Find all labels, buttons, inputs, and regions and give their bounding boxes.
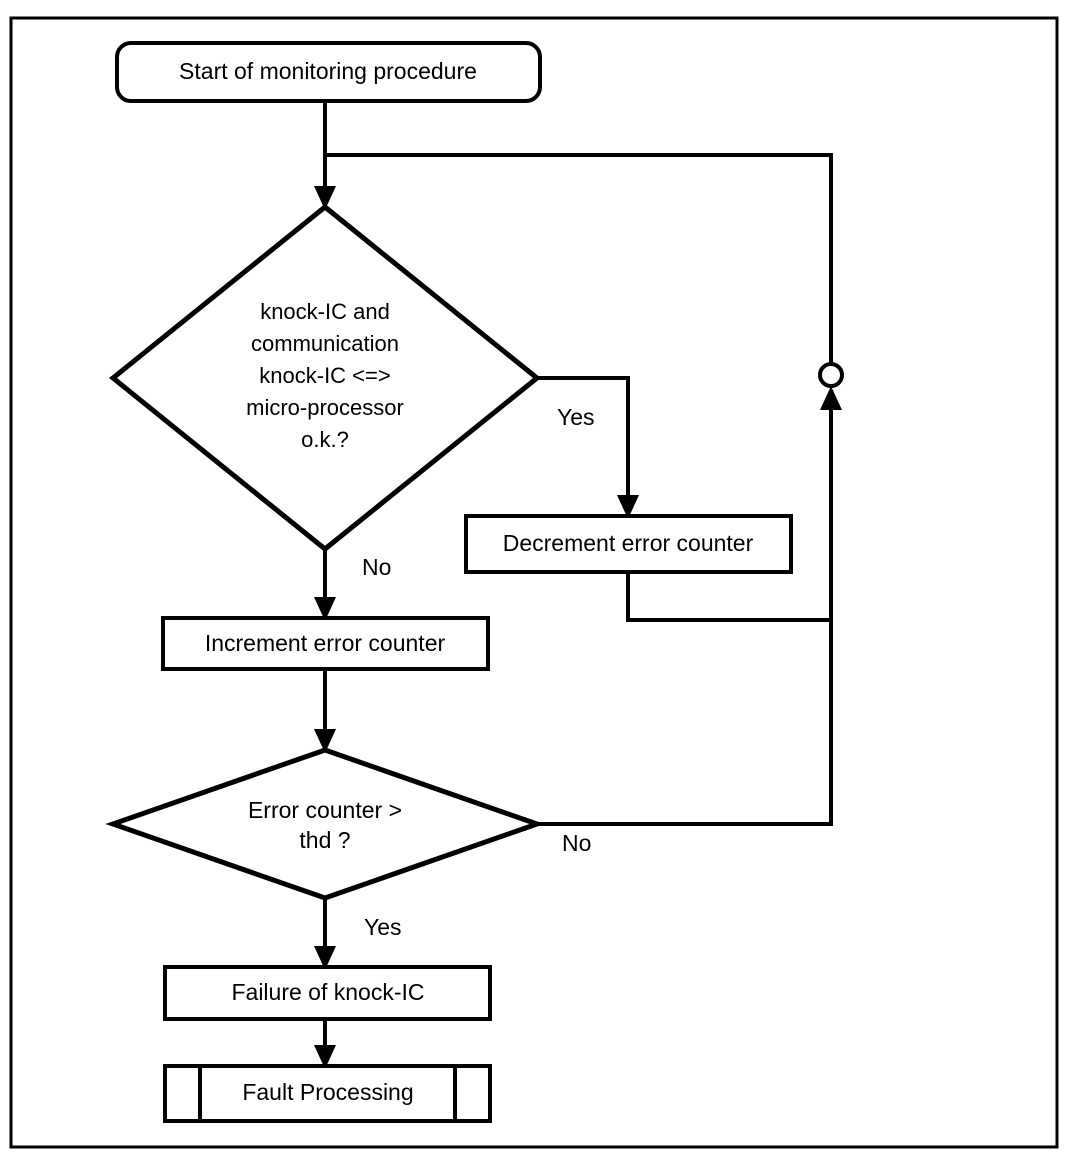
check-knock-ic-label-line1: knock-IC and <box>260 299 390 324</box>
node-increment[interactable]: Increment error counter <box>161 616 490 671</box>
check-knock-ic-label-line3: knock-IC <=> <box>259 363 390 388</box>
node-check-threshold[interactable]: Error counter > thd ? <box>105 747 545 901</box>
node-failure[interactable]: Failure of knock-IC <box>163 965 492 1021</box>
increment-process-shape <box>161 616 490 671</box>
node-check-knock-ic[interactable]: knock-IC and communication knock-IC <=> … <box>109 203 541 553</box>
edge-threshold-no-to-loop <box>538 398 833 826</box>
check-threshold-label-line2: thd ? <box>299 827 350 853</box>
arrowhead-start-to-check <box>314 186 336 210</box>
start-label: Start of monitoring procedure <box>179 58 477 84</box>
edge-loop-return-to-main <box>325 153 833 364</box>
diagram-border <box>9 16 1059 1149</box>
arrowhead-increment-to-threshold <box>314 729 336 753</box>
loop-junction-circle <box>818 362 844 388</box>
check-threshold-diamond-shape <box>105 747 545 901</box>
node-decrement[interactable]: Decrement error counter <box>464 514 793 574</box>
check-knock-ic-label-line2: communication <box>251 331 399 356</box>
fault-processing-label: Fault Processing <box>242 1079 413 1105</box>
node-fault-processing[interactable]: Fault Processing <box>163 1064 492 1123</box>
check-threshold-label-line1: Error counter > <box>248 797 402 823</box>
arrowhead-check-yes-to-decrement <box>617 495 639 519</box>
arrowhead-failure-to-fault-processing <box>314 1045 336 1069</box>
start-terminator-shape <box>115 41 542 103</box>
failure-label: Failure of knock-IC <box>231 979 424 1005</box>
edge-label-layer: Yes No No Yes <box>362 404 595 940</box>
check-knock-ic-label-line4: micro-processor <box>246 395 404 420</box>
edge-label-yes-threshold: Yes <box>364 914 402 940</box>
edge-label-no-threshold: No <box>562 830 591 856</box>
edge-decrement-to-loop <box>626 572 831 622</box>
edge-label-no-knock-ic: No <box>362 554 391 580</box>
arrowhead-threshold-yes-to-failure <box>314 946 336 970</box>
decrement-label: Decrement error counter <box>503 530 754 556</box>
node-start[interactable]: Start of monitoring procedure <box>115 41 542 103</box>
connector-layer <box>314 101 844 1069</box>
decrement-process-shape <box>464 514 793 574</box>
check-knock-ic-label-line5: o.k.? <box>301 427 349 452</box>
failure-process-shape <box>163 965 492 1021</box>
arrowhead-threshold-no-to-loop <box>820 386 842 410</box>
check-knock-ic-diamond-shape <box>109 203 541 553</box>
fault-processing-shape <box>163 1064 492 1123</box>
arrowhead-check-no-to-increment <box>314 597 336 621</box>
edge-check-yes-to-decrement <box>538 376 630 508</box>
increment-label: Increment error counter <box>205 630 446 656</box>
edge-label-yes-knock-ic: Yes <box>557 404 595 430</box>
